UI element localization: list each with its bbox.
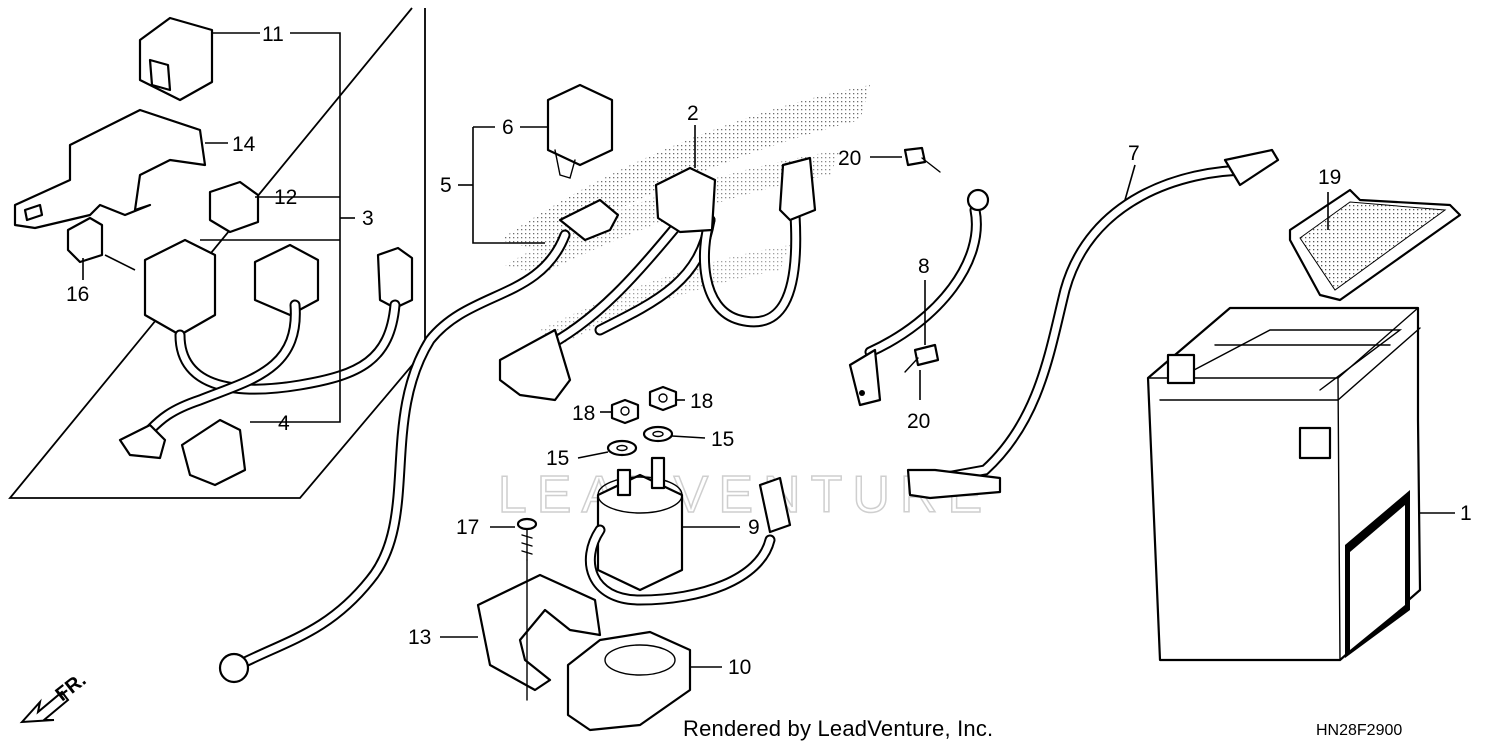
cover-4	[180, 418, 247, 487]
callout-13: 13	[408, 626, 431, 649]
bracket-14	[13, 108, 207, 230]
nut-18a	[610, 398, 640, 425]
callout-20: 20	[838, 147, 861, 170]
leader-lines	[82, 32, 1455, 668]
callout-18: 18	[572, 402, 595, 425]
battery-strap	[1288, 188, 1462, 302]
callout-8: 8	[918, 255, 930, 278]
callout-2: 2	[687, 102, 699, 125]
bolt-upper	[903, 146, 941, 173]
callout-7: 7	[1128, 142, 1140, 165]
callout-6: 6	[502, 116, 514, 139]
callout-5: 5	[440, 174, 452, 197]
callout-16: 16	[66, 283, 89, 306]
ground-cable	[218, 229, 571, 684]
starter-harness	[498, 156, 817, 402]
diagram-code: HN28F2900	[1316, 722, 1403, 739]
negative-cable	[906, 148, 1280, 500]
callout-17: 17	[456, 516, 479, 539]
callout-20b: 20	[907, 410, 930, 433]
callout-1: 1	[1460, 502, 1472, 525]
battery	[1146, 306, 1422, 662]
clip-16	[66, 216, 104, 264]
watermark: LEADVENTURE	[498, 466, 992, 524]
relay-bracket	[476, 559, 602, 701]
callout-4: 4	[278, 412, 290, 435]
rendered-by-credit: Rendered by LeadVenture, Inc.	[683, 716, 994, 741]
bolt-lower	[904, 343, 940, 373]
washer-15a	[606, 439, 638, 457]
callout-12: 12	[274, 186, 297, 209]
callout-15b: 15	[711, 428, 734, 451]
callout-18b: 18	[690, 390, 713, 413]
callout-labels: 1 2 3 4 5 6 7 8 9 10 11 12 13 14 15 15 1…	[66, 23, 1472, 679]
relay-11	[138, 16, 214, 102]
terminal-5	[558, 198, 620, 242]
positive-cable	[848, 188, 990, 407]
callout-10: 10	[728, 656, 751, 679]
relay-connector-3	[118, 238, 414, 460]
fuse-12	[208, 180, 260, 234]
screw-17	[516, 517, 538, 561]
relay-cover	[566, 630, 692, 732]
callout-14: 14	[232, 133, 256, 156]
front-direction-arrow: FR.	[19, 669, 90, 724]
callout-3: 3	[362, 207, 374, 230]
nut-18b	[648, 385, 678, 412]
callout-9: 9	[748, 516, 760, 539]
starter-relay	[584, 456, 792, 606]
callout-11: 11	[262, 23, 284, 46]
terminal-cover-6	[546, 83, 614, 179]
callout-19: 19	[1318, 166, 1341, 189]
washer-15b	[642, 425, 674, 443]
subassembly-frame	[8, 7, 426, 499]
callout-15: 15	[546, 447, 569, 470]
